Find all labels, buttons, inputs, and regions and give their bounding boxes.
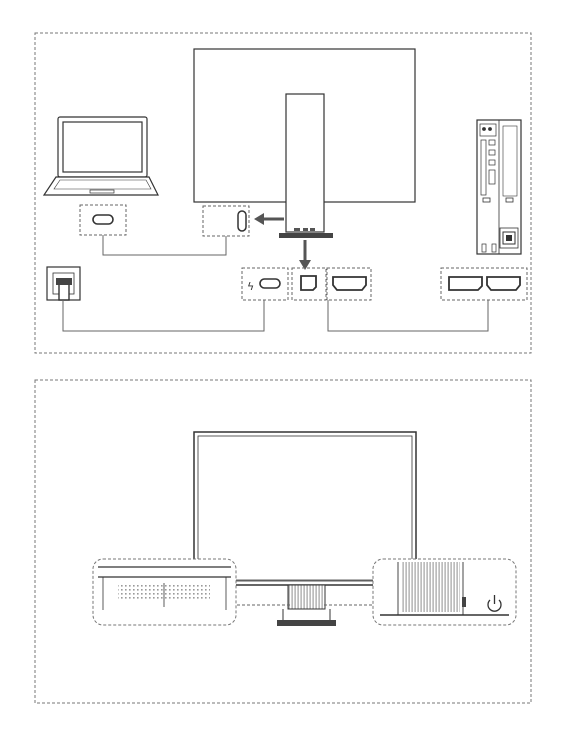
dp-port — [301, 276, 316, 290]
video-cable-line — [328, 300, 488, 331]
monitor-usb-c-port — [238, 211, 246, 231]
desktop-tower-icon — [477, 120, 521, 254]
bottom-speaker-callout — [93, 559, 236, 625]
laptop-icon — [44, 117, 158, 195]
power-button-callout — [373, 559, 516, 625]
arrow-left-icon — [254, 213, 284, 225]
pc-hdmi-port — [487, 277, 520, 290]
usb-c-power-port — [260, 279, 280, 288]
wall-outlet-icon — [47, 267, 80, 300]
pc-dp-port — [449, 277, 482, 290]
monitor-back-icon — [194, 49, 415, 238]
power-cable-line — [63, 300, 264, 331]
laptop-usb-c-port — [93, 215, 113, 224]
usb-c-cable-line — [103, 235, 226, 255]
power-delivery-icon: ϟ — [247, 280, 254, 293]
arrow-down-icon — [299, 240, 311, 270]
hdmi-port — [333, 277, 366, 290]
